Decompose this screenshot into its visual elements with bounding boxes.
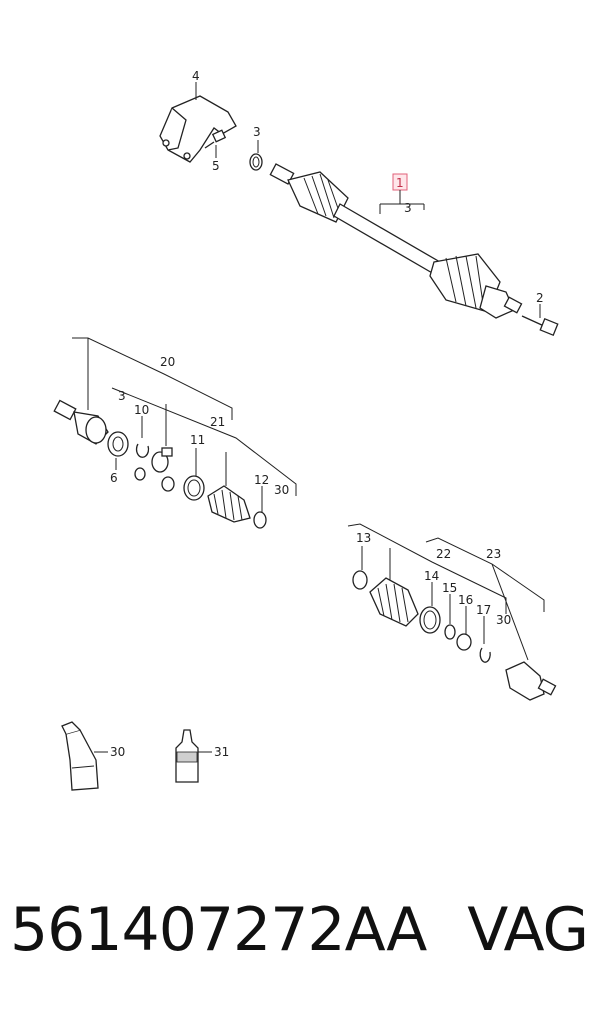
grease-tube-part[interactable] bbox=[61, 721, 99, 791]
label-23: 23 bbox=[486, 547, 501, 561]
washer-part-6[interactable] bbox=[107, 431, 129, 457]
label-3-shaft: 3 bbox=[404, 201, 412, 215]
label-5: 5 bbox=[212, 159, 220, 173]
label-2: 2 bbox=[536, 291, 544, 305]
label-22: 22 bbox=[436, 547, 451, 561]
label-12: 12 bbox=[254, 473, 269, 487]
clamp-part-14[interactable] bbox=[419, 606, 441, 634]
brand-name: VAG bbox=[467, 895, 589, 965]
label-16: 16 bbox=[458, 593, 473, 607]
label-3-top: 3 bbox=[253, 125, 261, 139]
label-30-right: 30 bbox=[496, 613, 511, 627]
heat-shield-part[interactable] bbox=[159, 95, 237, 163]
tripod-spider-part[interactable] bbox=[134, 447, 175, 492]
circlip-part-10[interactable] bbox=[135, 443, 150, 458]
circlip-part-17[interactable] bbox=[479, 647, 491, 663]
label-6: 6 bbox=[110, 471, 118, 485]
drive-shaft-part-1[interactable] bbox=[269, 163, 523, 319]
inner-boot-part[interactable] bbox=[207, 485, 251, 523]
part-number: 561407272AA bbox=[10, 895, 427, 965]
label-17: 17 bbox=[476, 603, 491, 617]
label-13: 13 bbox=[356, 531, 371, 545]
footer: 561407272AA VAG bbox=[0, 895, 600, 985]
label-4: 4 bbox=[192, 69, 200, 83]
outer-boot-part[interactable] bbox=[369, 577, 419, 627]
label-10: 10 bbox=[134, 403, 149, 417]
label-30-left: 30 bbox=[274, 483, 289, 497]
circlip-part-3[interactable] bbox=[249, 153, 263, 171]
clamp-part-11[interactable] bbox=[183, 475, 205, 501]
label-30-bottom: 30 bbox=[110, 745, 125, 759]
label-1: 1 bbox=[396, 176, 404, 190]
label-11: 11 bbox=[190, 433, 205, 447]
label-15: 15 bbox=[442, 581, 457, 595]
inner-joint-housing-part[interactable] bbox=[53, 399, 109, 445]
outer-joint-part[interactable] bbox=[505, 661, 557, 701]
bolt-part-2[interactable] bbox=[521, 315, 559, 337]
ring-part-15[interactable] bbox=[444, 624, 456, 640]
label-20: 20 bbox=[160, 355, 175, 369]
fluid-bottle-part[interactable] bbox=[175, 729, 199, 783]
clamp-part-13[interactable] bbox=[352, 570, 368, 590]
label-21: 21 bbox=[210, 415, 225, 429]
clamp-part-12[interactable] bbox=[253, 511, 267, 529]
label-31: 31 bbox=[214, 745, 229, 759]
label-14: 14 bbox=[424, 569, 439, 583]
bolt-part-5[interactable] bbox=[204, 129, 227, 149]
label-3-left: 3 bbox=[118, 389, 126, 403]
ring-part-16[interactable] bbox=[456, 633, 472, 651]
